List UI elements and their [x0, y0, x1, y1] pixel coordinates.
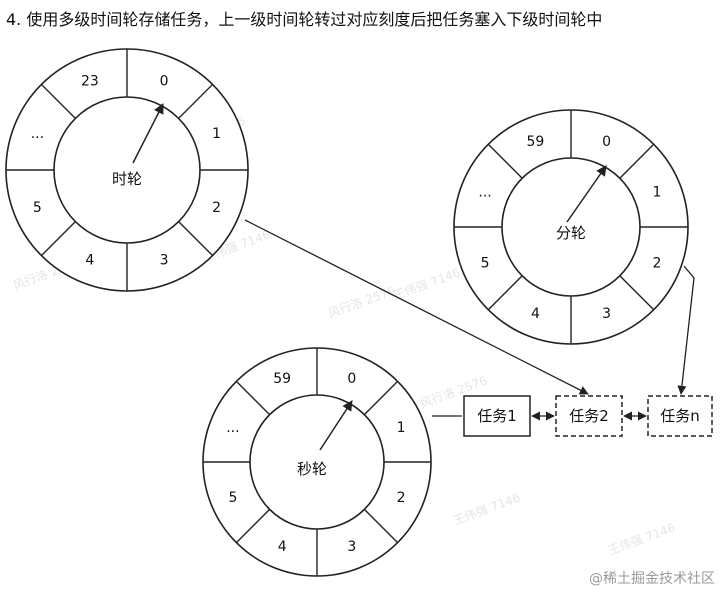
second-wheel-slot-divider — [235, 380, 271, 416]
minute-wheel-slot-divider — [619, 275, 655, 311]
minute-wheel-slot-label: 0 — [602, 134, 611, 150]
minute-wheel-slot-label: 3 — [602, 306, 611, 322]
task-box-2-label: 任务2 — [569, 407, 609, 425]
minute-wheel-slot-label: 2 — [652, 256, 661, 272]
watermark-text: 王伟强 7146 — [451, 491, 522, 528]
minute-wheel-to-taskn-arrow — [677, 265, 695, 395]
second-wheel-slot-divider — [363, 508, 399, 544]
second-wheel-slot-label: 1 — [397, 420, 406, 436]
minute-wheel-slot-label: ... — [478, 184, 491, 200]
second-wheel-hand — [319, 400, 353, 451]
second-wheel-slot-label: 5 — [228, 490, 237, 506]
hour-wheel-slot-divider — [40, 83, 76, 119]
hour-wheel-slot-divider — [178, 221, 214, 257]
second-wheel-slot-label: 0 — [347, 371, 356, 387]
second-wheel-slot-label: ... — [226, 420, 239, 436]
minute-wheel: 0 1 2 3 4 5... 59 — [453, 109, 689, 345]
hour-wheel-slot-label: 23 — [81, 73, 99, 89]
hour-wheel-slot-label: ... — [31, 126, 44, 142]
watermark-text: 风行洛 2576 — [326, 283, 397, 321]
hour-wheel-hand — [132, 103, 164, 164]
minute-wheel-slot-divider — [619, 143, 655, 179]
second-wheel-slot-label: 4 — [278, 539, 287, 555]
hour-wheel-slot-label: 1 — [212, 126, 221, 142]
task-box-1-label: 任务1 — [477, 407, 517, 425]
watermark-text: 王伟强 7146 — [391, 266, 462, 303]
hour-wheel-slot-label: 3 — [160, 253, 169, 269]
minute-wheel-slot-label: 5 — [481, 256, 490, 272]
hour-wheel-to-task2-arrow — [244, 219, 589, 395]
second-wheel-slot-divider — [363, 380, 399, 416]
task-box-1 — [463, 395, 531, 437]
second-wheel-label: 秒轮 — [297, 460, 327, 478]
minute-wheel-slot-divider — [487, 143, 523, 179]
hour-wheel-slot-divider — [40, 221, 76, 257]
watermark-text: 王伟强 7146 — [606, 521, 677, 558]
hour-wheel-slot-label: 0 — [160, 73, 169, 89]
minute-wheel-slot-divider — [487, 275, 523, 311]
minute-wheel-slot-label: 1 — [652, 184, 661, 200]
task-box-n — [647, 395, 713, 437]
hour-wheel-slot-label: 4 — [85, 253, 94, 269]
minute-wheel-slot-label: 59 — [526, 134, 544, 150]
watermark-tag: @稀土掘金技术社区 — [589, 571, 715, 587]
minute-wheel-slot-label: 4 — [531, 306, 540, 322]
hour-wheel-label: 时轮 — [112, 170, 142, 188]
second-wheel-slot-label: 59 — [273, 371, 291, 387]
second-wheel-slot-label: 2 — [397, 490, 406, 506]
minute-wheel-label: 分轮 — [556, 224, 586, 242]
hour-wheel-slot-label: 2 — [212, 200, 221, 216]
task-box-n-label: 任务n — [660, 407, 700, 425]
minute-wheel-hand — [566, 165, 607, 223]
task-box-2 — [555, 395, 623, 437]
second-wheel-slot-label: 3 — [347, 539, 356, 555]
page-heading: 4. 使用多级时间轮存储任务，上一级时间轮转过对应刻度后把任务塞入下级时间轮中 — [6, 10, 603, 29]
second-wheel-slot-divider — [235, 508, 271, 544]
second-wheel: 0 1 2 3 4 5... 59 — [202, 347, 432, 577]
hour-wheel-slot-divider — [178, 83, 214, 119]
hour-wheel-slot-label: 5 — [33, 200, 42, 216]
